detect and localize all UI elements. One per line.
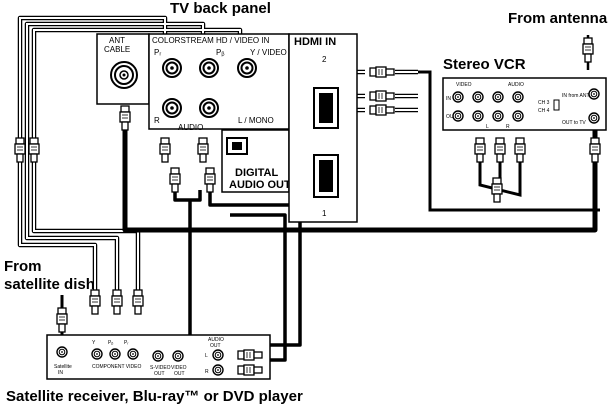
sat-r-label: R [205,369,209,375]
vcr-audio-l-in-jack[interactable] [472,91,484,103]
sat-component-pb-jack[interactable] [109,348,121,360]
satellite-in-label-2: IN [58,370,63,376]
vcr-ant-out-jack[interactable] [588,112,600,124]
cable-label: CABLE [104,45,130,54]
vcr-channel-switch[interactable] [553,99,560,111]
stereo-vcr-title: Stereo VCR [443,56,526,73]
vcr-in-from-ant-label: IN from ANT [562,93,590,99]
sat-pb-label: Pᵦ [108,340,113,346]
pr-label: Pᵣ [154,48,161,57]
sat-y-label: Y [92,340,96,346]
sat-component-pr-jack[interactable] [127,348,139,360]
vcr-video-in-jack[interactable] [452,91,464,103]
y-video-jack[interactable] [237,58,257,78]
sat-svideo-jack[interactable] [152,350,164,362]
pb-label: Pᵦ [216,48,224,57]
vcr-audio-r-in-jack[interactable] [492,91,504,103]
pb-jack[interactable] [199,58,219,78]
ant-cable-jack[interactable] [110,61,138,89]
hdmi-in-label: HDMI IN [294,36,336,48]
satellite-in-jack[interactable] [56,346,68,358]
vcr-audio-l-out-jack[interactable] [472,110,484,122]
vcr-in-label: IN [446,96,451,102]
pr-jack[interactable] [162,58,182,78]
audio-r-jack[interactable] [162,98,182,118]
from-satellite-label-line2: satellite dish [4,276,95,293]
l-mono-label: L / MONO [238,116,274,125]
s-video-label-2: OUT [154,371,165,377]
from-satellite-label-line1: From [4,258,42,275]
audio-out-label-1: AUDIO [208,337,224,343]
s-video-label-1: S-VIDEO [150,365,171,371]
audio-l-jack[interactable] [199,98,219,118]
sat-l-label: L [205,353,208,359]
audio-out-label: AUDIO OUT [229,179,291,191]
tv-back-panel: ANT CABLE COLORSTREAM HD / VIDEO IN Pᵣ P… [96,33,358,223]
stereo-vcr-panel: VIDEO AUDIO IN OUT L R CH 3 CH 4 IN from… [442,77,607,131]
source-device-title: Satellite receiver, Blu-ray™ or DVD play… [6,388,303,405]
component-video-label: COMPONENT VIDEO [92,364,141,370]
vcr-out-label: OUT [446,114,457,120]
vcr-audio-r-out-jack[interactable] [492,110,504,122]
vcr-l-label: L [486,124,489,130]
audio-cables [173,188,302,362]
hdmi-port-2[interactable] [313,87,339,129]
satellite-in-label-1: Satellite [54,364,72,370]
y-video-label: Y / VIDEO [250,48,287,57]
digital-label: DIGITAL [235,167,278,179]
sat-audio-r-jack[interactable] [212,364,224,376]
vcr-out-to-tv-label: OUT to TV [562,120,586,126]
sat-audio-l-jack[interactable] [212,349,224,361]
vcr-svideo-out-jack[interactable] [512,110,524,122]
vcr-video-label: VIDEO [456,82,472,88]
satellite-receiver-panel: Satellite IN Y Pᵦ Pᵣ COMPONENT VIDEO S-V… [46,334,271,380]
from-antenna-label: From antenna [508,10,608,27]
audio-label: AUDIO [178,123,203,132]
vcr-r-label: R [506,124,510,130]
hdmi-port-1[interactable] [313,154,339,198]
r-label: R [154,116,160,125]
hdmi-1-label: 1 [322,209,327,218]
vcr-audio-label: AUDIO [508,82,524,88]
sat-component-y-jack[interactable] [91,348,103,360]
sat-pr-label: Pᵣ [124,340,129,346]
audio-out-label-2: OUT [210,343,221,349]
colorstream-label: COLORSTREAM HD / VIDEO IN [152,36,270,45]
vcr-ant-in-jack[interactable] [588,88,600,100]
hdmi-2-label: 2 [322,55,327,64]
sat-video-out-jack[interactable] [172,350,184,362]
video-out-label-2: OUT [174,371,185,377]
tv-back-panel-title: TV back panel [170,0,271,17]
vcr-ch3-label: CH 3 [538,100,550,106]
video-out-label-1: VIDEO [171,365,187,371]
vcr-video-out-jack[interactable] [452,110,464,122]
vcr-svideo-in-jack[interactable] [512,91,524,103]
ant-label: ANT [109,36,125,45]
vcr-ch4-label: CH 4 [538,108,550,114]
